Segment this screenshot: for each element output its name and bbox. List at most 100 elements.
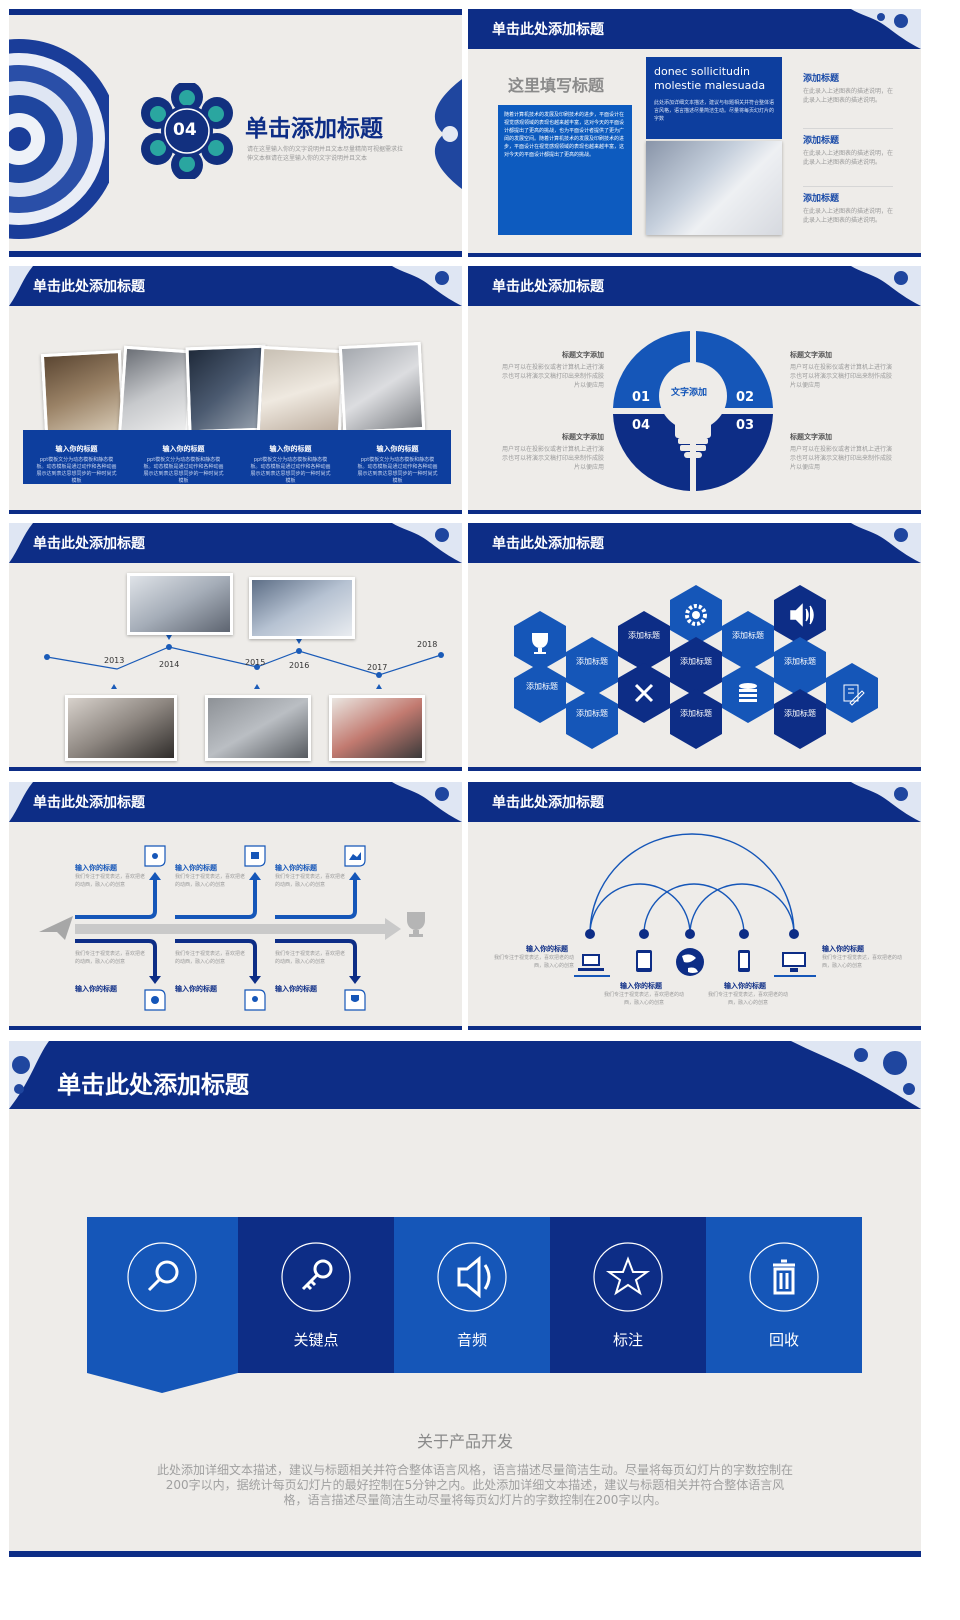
slide-4[interactable]: 单击此处添加标题 文字添加 01 02 04 03 标题文字添加 用户可以在投影… [468,266,921,514]
slide-1[interactable]: 04 单击添加标题 请在这里输入你的文字说明并且文本尽量精简可视据需求拉伸文本框… [9,9,462,257]
info-item-desc: ppt模板文分为动态模板和静态模板。动态模板是通过动作和各种动画展示达到表达思想… [36,457,117,484]
english-title[interactable]: donec sollicitudin molestie malesuada [654,65,766,92]
step-title[interactable]: 输入你的标题 [275,985,317,993]
slide-3[interactable]: 单击此处添加标题 输入你的标题 ppt模板文分为动态模板和静态模板。动态模板是通… [9,266,462,514]
bottom-line [9,1026,462,1030]
slide-header: 单击此处添加标题 [468,9,921,49]
photo-desk [256,345,346,439]
info-item-title[interactable]: 输入你的标题 [162,445,205,453]
feature-label[interactable]: 关键点 [293,1331,339,1349]
header-title[interactable]: 单击此处添加标题 [492,22,604,38]
slide-9[interactable]: 单击此处添加标题 关键点 [9,1041,921,1557]
hex-label[interactable]: 添加标题 [784,709,816,718]
bottom-line [468,767,921,771]
slide-header: 单击此处添加标题 [9,266,462,306]
slide-header: 单击此处添加标题 [9,782,462,822]
hex-label[interactable]: 添加标题 [576,709,608,718]
side-item-list: 添加标题 在此录入上述图表的描述说明，在此录入上述图表的描述说明。 添加标题 在… [803,71,893,245]
step-title[interactable]: 输入你的标题 [175,864,217,872]
hex-label[interactable]: 添加标题 [784,657,816,666]
trophy-icon [407,912,425,937]
info-item: 输入你的标题 ppt模板文分为动态模板和静态模板。动态模板是通过动作和各种动画展… [130,430,237,484]
side-item-title[interactable]: 添加标题 [803,194,840,204]
hexagon-grid [514,585,878,749]
photo-laptop [338,341,426,435]
quadrant-number: 01 [632,390,651,405]
header-title[interactable]: 单击此处添加标题 [492,279,604,295]
bulb-center-label[interactable]: 文字添加 [671,388,708,398]
info-item-title[interactable]: 输入你的标题 [376,445,419,453]
key-icon [301,1259,333,1291]
quadrant-title[interactable]: 标题文字添加 [790,433,832,441]
step-desc: 我们专注于视觉表达，喜欢把老的动西，融入心的创意 [75,874,146,888]
header-title[interactable]: 单击此处添加标题 [33,536,145,552]
step-title[interactable]: 输入你的标题 [275,864,317,872]
feature-label[interactable]: 回收 [768,1331,799,1349]
trophy-icon [532,633,548,654]
hex-label[interactable]: 添加标题 [628,631,660,640]
year-label: 2015 [245,658,266,667]
hex-label[interactable]: 添加标题 [576,657,608,666]
photo-handshake [65,695,177,761]
slide-header: 单击此处添加标题 [9,523,462,563]
side-item-title[interactable]: 添加标题 [803,74,840,84]
device-title[interactable]: 输入你的标题 [526,945,568,953]
trash-icon [773,1259,795,1295]
header-ornament [9,266,33,306]
quadrant-number: 03 [736,418,755,433]
hex-label[interactable]: 添加标题 [732,631,764,640]
slide-6[interactable]: 单击此处添加标题 [468,523,921,771]
step-title[interactable]: 输入你的标题 [75,864,117,872]
device-title[interactable]: 输入你的标题 [822,945,864,953]
hex-label[interactable]: 添加标题 [680,709,712,718]
step-desc: 我们专注于视觉表达，喜欢把老的动西，融入心的创意 [275,874,346,888]
header-title[interactable]: 单击此处添加标题 [33,279,145,295]
device-title[interactable]: 输入你的标题 [620,982,662,990]
header-title[interactable]: 单击此处添加标题 [492,795,604,811]
hex-label[interactable]: 添加标题 [526,682,558,691]
slide-title[interactable]: 单击添加标题 [245,116,383,142]
header-title[interactable]: 单击此处添加标题 [57,1071,249,1099]
big-title[interactable]: 这里填写标题 [508,76,605,95]
device-title[interactable]: 输入你的标题 [724,982,766,990]
about-title[interactable]: 关于产品开发 [416,1432,513,1451]
device-desc: 我们专注于视觉表达，喜欢把老的动西，融入心的创意 [494,955,575,969]
info-item-title[interactable]: 输入你的标题 [55,445,98,453]
quadrant-text: 标题文字添加 用户可以在投影仪或者计算机上进行演示也可以将演示文稿打印出来制作成… [498,432,604,472]
bottom-line [468,510,921,514]
quadrant-title[interactable]: 标题文字添加 [562,433,604,441]
photo-papers [117,345,195,441]
quadrant-title[interactable]: 标题文字添加 [562,351,604,359]
slide-8[interactable]: 单击此处添加标题 [468,782,921,1030]
step-title[interactable]: 输入你的标题 [75,985,117,993]
year-label: 2016 [289,661,310,670]
quadrant-desc: 用户可以在投影仪或者计算机上进行演示也可以将演示文稿打印出来制作成胶片以便应用 [501,446,604,471]
slide-2[interactable]: 单击此处添加标题 这里填写标题 随着计算机技术的发展及印刷技术的进步，平面设计在… [468,9,921,257]
slide-5[interactable]: 单击此处添加标题 2013 2014 2015 2016 2017 2018 [9,523,462,771]
device-desc: 我们专注于视觉表达，喜欢把老的动西，融入心的创意 [708,992,789,1006]
paper-plane-icon [39,916,73,940]
body-box: 随着计算机技术的发展及印刷技术的进步，平面设计在视觉感观领域的表现也越来越丰富，… [498,105,632,235]
slide-subtitle: 请在这里输入你的文字说明并且文本尽量精简可视据需求拉伸文本框请在这里输入你的文字… [247,146,404,162]
device-desc: 我们专注于视觉表达，喜欢把老的动西，融入心的创意 [604,992,685,1006]
feature-label[interactable]: 标注 [612,1331,643,1349]
header-title[interactable]: 单击此处添加标题 [492,536,604,552]
info-item: 输入你的标题 ppt模板文分为动态模板和静态模板。动态模板是通过动作和各种动画展… [344,430,451,484]
quadrant-number: 02 [736,390,755,405]
info-item-desc: ppt模板文分为动态模板和静态模板。动态模板是通过动作和各种动画展示达到表达思想… [250,457,331,484]
step-title[interactable]: 输入你的标题 [175,985,217,993]
slide-7[interactable]: 单击此处添加标题 [9,782,462,1030]
porcelain-side-ornament [434,79,462,189]
quadrant-title[interactable]: 标题文字添加 [790,351,832,359]
hex-label[interactable]: 添加标题 [680,657,712,666]
search-icon [147,1260,179,1292]
info-item-title[interactable]: 输入你的标题 [269,445,312,453]
bottom-line [468,253,921,257]
chapter-number: 04 [173,120,197,140]
feature-label[interactable]: 音频 [456,1331,487,1349]
side-item-title[interactable]: 添加标题 [803,136,840,146]
header-ornament [392,782,462,822]
header-title[interactable]: 单击此处添加标题 [33,795,145,811]
info-item: 输入你的标题 ppt模板文分为动态模板和静态模板。动态模板是通过动作和各种动画展… [237,430,344,484]
